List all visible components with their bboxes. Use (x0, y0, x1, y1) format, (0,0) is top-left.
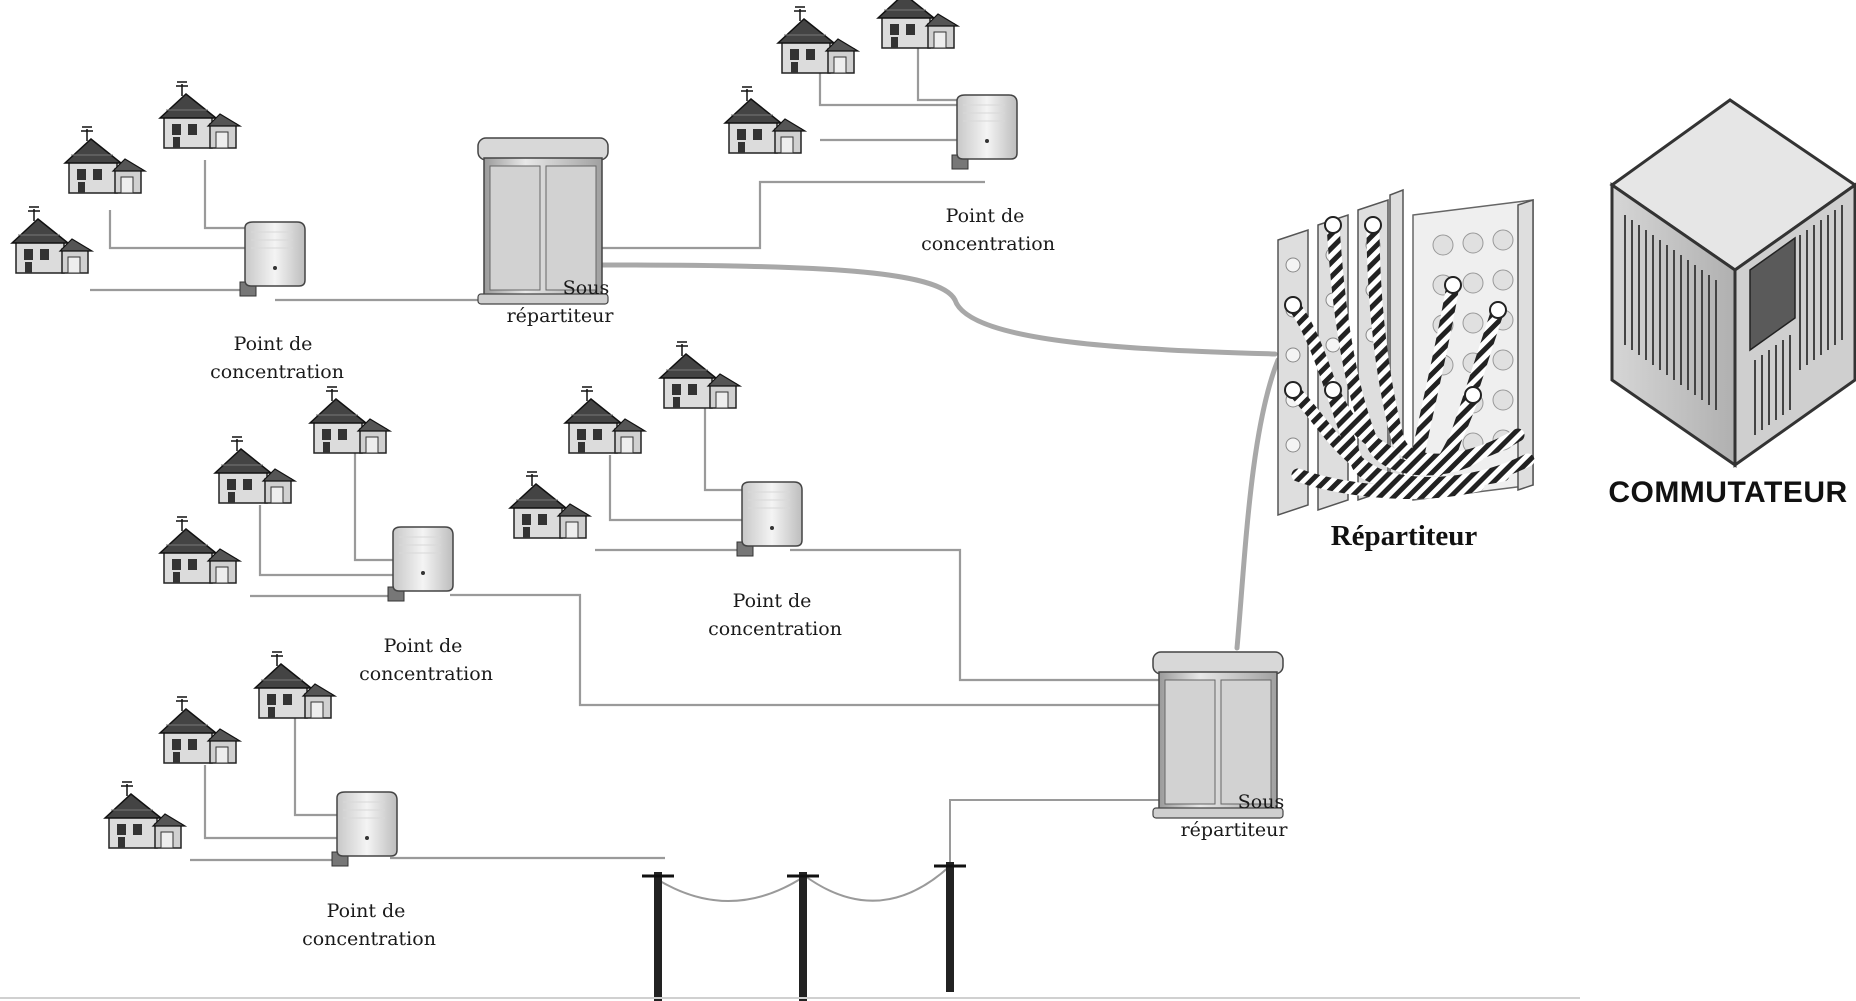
telephone-pole-icon (932, 860, 968, 994)
house-icon (564, 386, 646, 454)
house-icon (64, 126, 146, 194)
telephone-pole-icon (785, 870, 821, 1001)
trunk-sr2-repartiteur (1234, 357, 1281, 651)
house-icon (659, 341, 741, 409)
pc-5-label-line1: Point de (327, 900, 406, 922)
concentration-point-icon (331, 791, 398, 867)
switch-server-icon (1609, 98, 1856, 468)
concentration-point-icon (239, 221, 306, 297)
distribution-frame-icon (1277, 188, 1535, 517)
wire-c2 (600, 20, 985, 250)
sr-1-label-line2: répartiteur (507, 305, 615, 327)
house-icon (877, 0, 959, 49)
sr-1-label-line1: Sous (563, 277, 609, 299)
telephone-pole-icon (640, 870, 676, 1001)
house-icon (104, 781, 186, 849)
pc-5-label-line2: concentration (302, 928, 436, 950)
house-icon (159, 696, 241, 764)
house-icon (777, 6, 859, 74)
wire-c4 (595, 395, 1165, 682)
sr-2-label-line2: répartiteur (1181, 819, 1289, 841)
concentration-points (239, 94, 1018, 867)
pc-2-label-line2: concentration (921, 233, 1055, 255)
house-icon (159, 516, 241, 584)
concentration-point-icon (951, 94, 1018, 170)
wires (90, 20, 1281, 902)
houses (11, 0, 959, 849)
house-icon (309, 386, 391, 454)
sr-2-label-line1: Sous (1238, 791, 1284, 813)
trunk-sr1-repartiteur (597, 262, 1278, 357)
poles (640, 860, 968, 1001)
house-icon (724, 86, 806, 154)
wire-c3 (250, 435, 1175, 707)
pc-1-label-line1: Point de (234, 333, 313, 355)
aerial-cable (654, 799, 1165, 902)
pc-4-label-line1: Point de (733, 590, 812, 612)
pc-3-label-line2: concentration (359, 663, 493, 685)
commutateur-label: COMMUTATEUR (1608, 476, 1847, 509)
house-icon (214, 436, 296, 504)
house-icon (254, 651, 336, 719)
house-icon (159, 81, 241, 149)
house-icon (11, 206, 93, 274)
pc-2-label-line1: Point de (946, 205, 1025, 227)
repartiteur-label: Répartiteur (1331, 520, 1478, 552)
concentration-point-icon (387, 526, 454, 602)
labels: Point de concentration Point de concentr… (210, 205, 1847, 950)
house-icon (509, 471, 591, 539)
wire-c5 (190, 700, 665, 862)
pc-4-label-line2: concentration (708, 618, 842, 640)
concentration-point-icon (736, 481, 803, 557)
pc-3-label-line1: Point de (384, 635, 463, 657)
pc-1-label-line2: concentration (210, 361, 344, 383)
wire-c1 (90, 160, 485, 302)
